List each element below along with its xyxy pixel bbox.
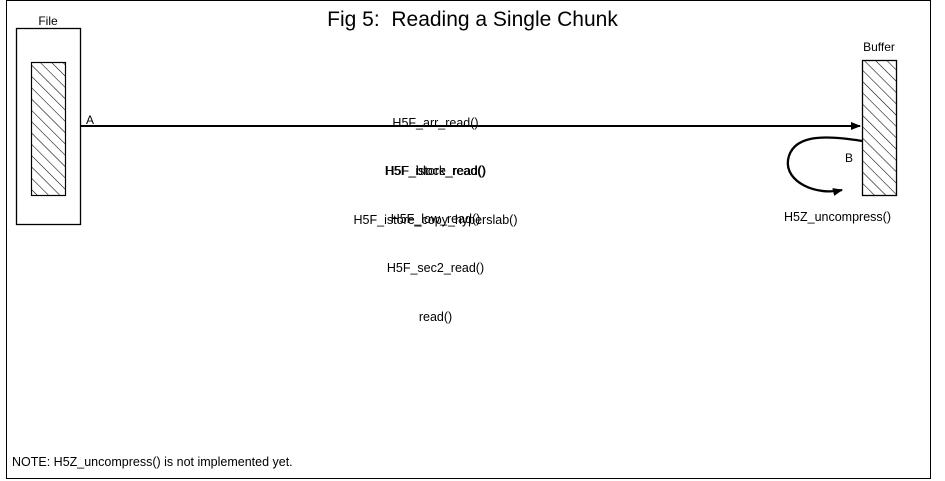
call-item: H5F_block_read()	[385, 163, 486, 178]
call-list-below: H5F_block_read() H5F_low_read() H5F_sec2…	[333, 130, 538, 358]
edge-marker-a: A	[86, 113, 95, 127]
file-label: File	[38, 14, 58, 28]
call-list-above: H5F_arr_read() H5F_istore_read() H5F_ist…	[333, 82, 538, 261]
buffer-label: Buffer	[863, 40, 895, 54]
file-chunk-hatched	[30, 61, 67, 197]
call-item: read()	[418, 310, 453, 325]
buffer-rect-hatched	[861, 59, 898, 197]
call-item: H5F_sec2_read()	[386, 261, 485, 276]
call-item: H5F_arr_read()	[392, 115, 479, 130]
loop-arrow	[786, 136, 863, 196]
figure-title: Fig 5: Reading a Single Chunk	[327, 8, 618, 31]
figure-note: NOTE: H5Z_uncompress() is not implemente…	[12, 455, 293, 469]
figure-border	[6, 0, 931, 479]
edge-marker-b: B	[845, 151, 854, 165]
call-item: H5F_istore_read()	[384, 164, 487, 179]
call-item: H5F_istore_copy_hyperslab()	[353, 213, 518, 228]
file-box-outline	[15, 27, 82, 226]
loop-label: H5Z_uncompress()	[784, 210, 891, 224]
call-item: H5F_low_read()	[390, 212, 481, 227]
